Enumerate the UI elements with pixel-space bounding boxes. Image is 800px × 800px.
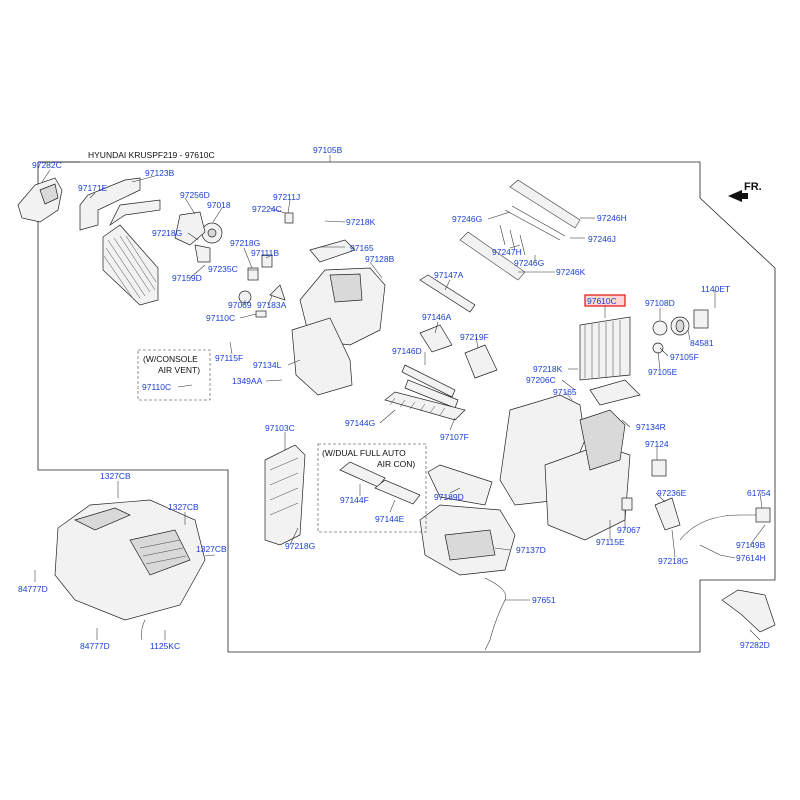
part-label: 97103C <box>265 423 295 433</box>
part-label: 61754 <box>747 488 771 498</box>
part-label: 97146D <box>392 346 422 356</box>
part-label: 97105F <box>670 352 699 362</box>
actuator-97018-part <box>174 211 223 263</box>
forward-arrow-icon <box>728 190 748 202</box>
dual-auto-note-line1: (W/DUAL FULL AUTO <box>322 448 406 458</box>
part-label: 97107F <box>440 432 469 442</box>
part-label: 97651 <box>532 595 556 605</box>
part-label: 1349AA <box>232 376 263 386</box>
dual-auto-doors-part <box>339 461 493 506</box>
part-label: 97123B <box>145 168 175 178</box>
part-label: 97067 <box>617 525 641 535</box>
assembly-frame <box>37 161 776 653</box>
upper-case-part <box>291 239 386 396</box>
wiring-harness-part <box>621 497 771 556</box>
part-label: 1125KC <box>150 641 180 651</box>
part-label: 97137D <box>516 545 546 555</box>
diagram-title: HYUNDAI KRUSPF219 - 97610C <box>88 150 215 160</box>
heater-core-part <box>79 177 161 306</box>
part-label: 97219F <box>460 332 489 342</box>
part-label: 97144G <box>345 418 375 428</box>
orientation-label: FR. <box>744 181 762 193</box>
evaporator-97610c-part <box>579 316 631 381</box>
part-labels: 97105B 97282C 97171E 97123B 97256D 97018… <box>18 145 771 651</box>
part-label: 97159D <box>172 273 202 283</box>
part-label: 97218G <box>285 541 315 551</box>
part-label: 97171E <box>78 183 108 193</box>
part-label: 97147A <box>434 270 464 280</box>
part-label: 97218K <box>533 364 563 374</box>
part-label: 97111B <box>251 248 279 258</box>
part-label: 97246H <box>597 213 627 223</box>
part-label: 97206C <box>526 375 556 385</box>
blower-assembly-part <box>54 499 206 641</box>
part-label: 97256D <box>180 190 210 200</box>
part-label: 1140ET <box>701 284 730 294</box>
console-vent-note-line2: AIR VENT) <box>158 365 200 375</box>
part-label: 97128B <box>365 254 395 264</box>
part-label: 97110C <box>206 313 235 323</box>
part-label: 97610C <box>587 296 617 306</box>
part-label: 84777D <box>18 584 48 594</box>
lower-tray-part <box>419 504 516 651</box>
part-label: 97282D <box>740 640 770 650</box>
duct-97282c-part <box>17 177 63 223</box>
part-label: 97218K <box>346 217 376 227</box>
part-label: 97115F <box>215 353 243 363</box>
part-label: 97218G <box>230 238 260 248</box>
part-label: 97211J <box>273 192 300 202</box>
part-label: 1327CB <box>168 502 199 512</box>
part-label: 97018 <box>207 200 231 210</box>
part-label: 1327CB <box>100 471 131 481</box>
door-flaps-part <box>401 324 498 409</box>
part-label: 97165 <box>350 243 374 253</box>
part-label: 97218G <box>658 556 688 566</box>
part-label: 97165 <box>553 387 577 397</box>
part-label: 97149B <box>736 540 766 550</box>
part-label: 97134L <box>253 360 282 370</box>
part-label: 97235C <box>208 264 238 274</box>
dual-auto-note-box <box>317 443 427 533</box>
part-label: 97115E <box>596 537 625 547</box>
slat-door-part <box>384 391 466 421</box>
part-label: 84777D <box>80 641 110 651</box>
part-label: 97246J <box>588 234 616 244</box>
console-vent-note-box <box>137 349 211 401</box>
part-label: 97134R <box>636 422 666 432</box>
part-label: 97144F <box>340 495 369 505</box>
console-vent-note-line1: (W/CONSOLE <box>143 354 198 364</box>
front-duct-part <box>264 444 306 546</box>
part-label: 97146A <box>422 312 452 322</box>
part-label: 1327CB <box>196 544 227 554</box>
part-label: 97246G <box>514 258 544 268</box>
part-label: 97282C <box>32 160 62 170</box>
part-label: 84581 <box>690 338 714 348</box>
part-label: 97246K <box>556 267 586 277</box>
part-label: 97105E <box>648 367 678 377</box>
leader-lines <box>34 169 766 641</box>
expansion-valve-part <box>652 309 709 354</box>
duct-97282d-part <box>721 589 776 633</box>
part-label: 97246G <box>452 214 482 224</box>
part-label: 97105B <box>313 145 343 155</box>
part-label: 97224C <box>252 204 282 214</box>
part-label: 97144E <box>375 514 405 524</box>
part-label: 97236E <box>657 488 687 498</box>
lower-case-part <box>499 379 641 541</box>
filter-cover-part <box>419 274 476 313</box>
part-label: 97247H <box>492 247 522 257</box>
part-label: 97218G <box>152 228 182 238</box>
filter-rods-part <box>459 179 581 281</box>
part-label: 97189D <box>434 492 464 502</box>
part-label: 97110C <box>142 382 171 392</box>
part-label: 97069 <box>228 300 252 310</box>
part-label: 97108D <box>645 298 675 308</box>
part-label: 97183A <box>257 300 287 310</box>
linkage-parts <box>238 212 294 318</box>
part-label: 97124 <box>645 439 669 449</box>
part-label: 97614H <box>736 553 766 563</box>
dual-auto-note-line2: AIR CON) <box>377 459 415 469</box>
sensor-97124-part <box>651 459 667 477</box>
